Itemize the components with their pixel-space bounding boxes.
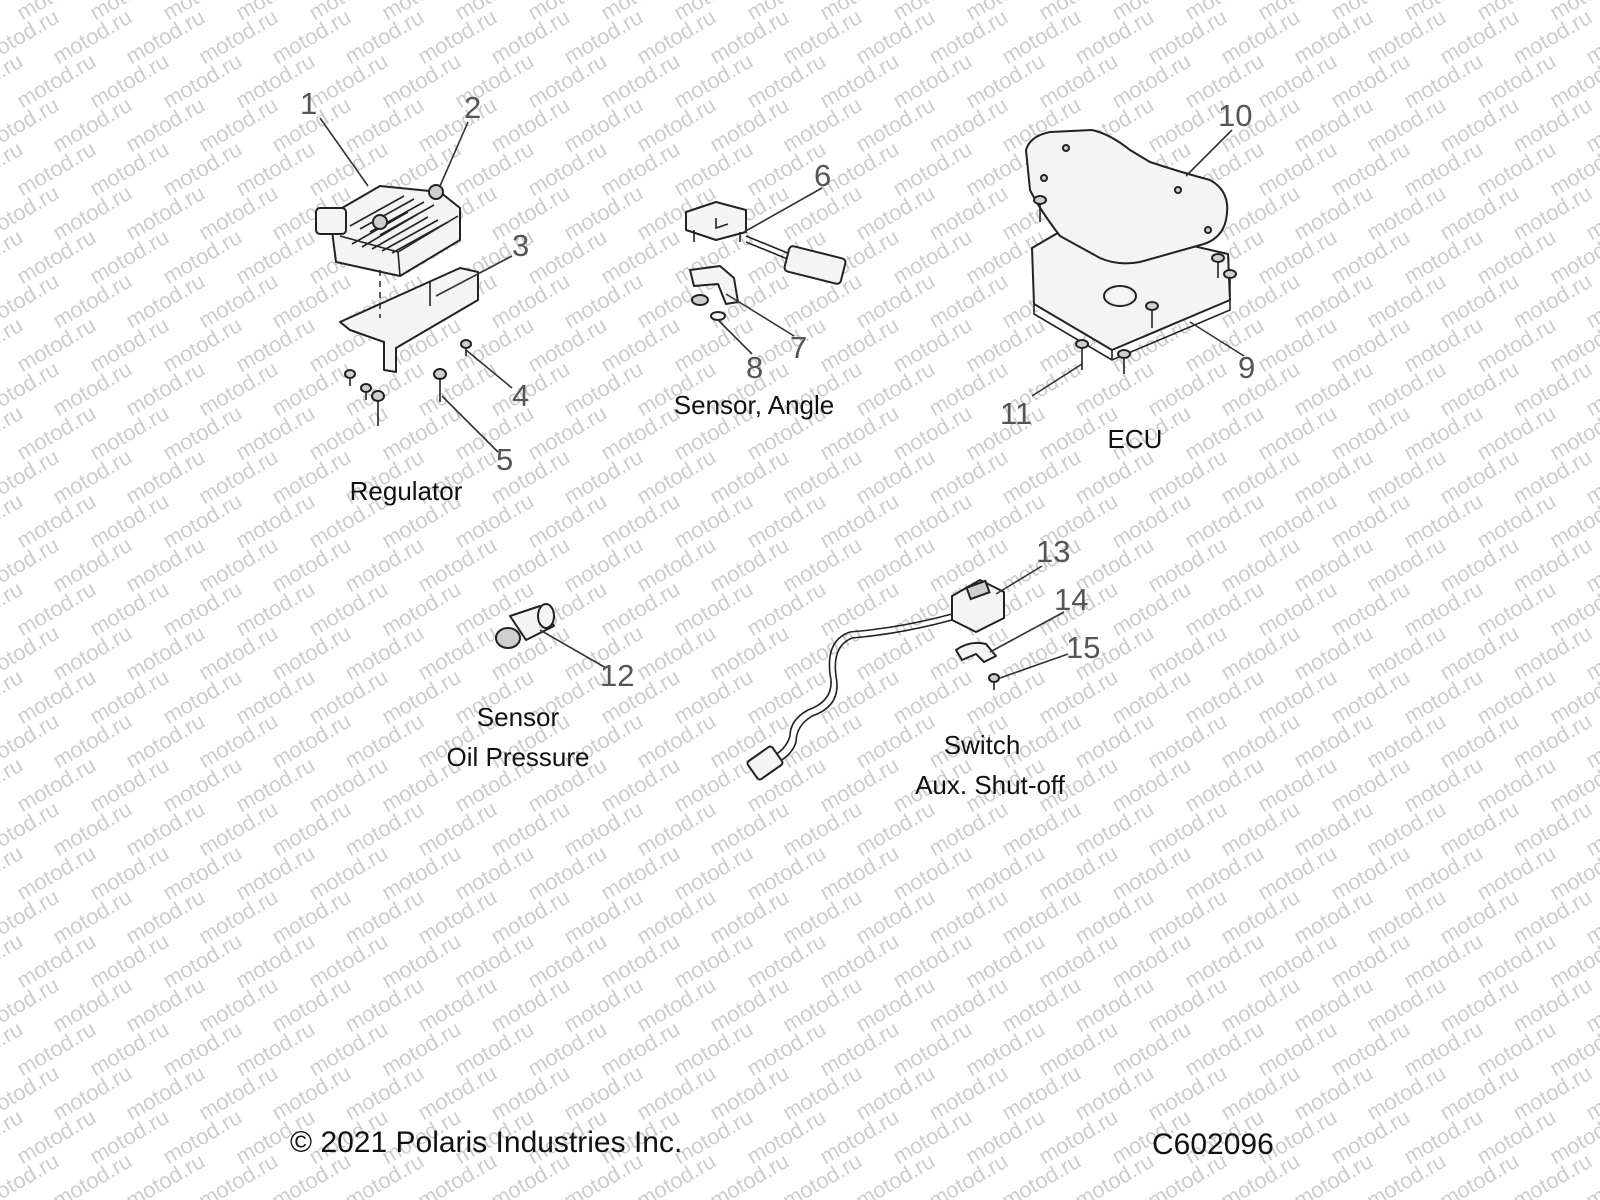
angle-sensor-washer bbox=[710, 311, 726, 321]
regulator-screw bbox=[344, 369, 356, 386]
callout-2: 2 bbox=[464, 90, 481, 125]
angle-sensor-bolt bbox=[691, 294, 709, 306]
label-sensor-oil-2: Oil Pressure bbox=[446, 742, 589, 772]
callout-3: 3 bbox=[512, 228, 529, 263]
diagram-code: C602096 bbox=[1152, 1128, 1274, 1161]
regulator-screw bbox=[460, 339, 472, 356]
label-sensor-angle: Sensor, Angle bbox=[674, 390, 834, 420]
angle-sensor-connector bbox=[783, 245, 847, 285]
regulator-connector bbox=[315, 207, 347, 235]
callout-7: 7 bbox=[790, 330, 807, 365]
ecu-screw bbox=[1033, 195, 1047, 222]
regulator-bracket bbox=[339, 267, 479, 373]
ecu-screw bbox=[1075, 339, 1089, 370]
ecu-screw bbox=[1211, 253, 1225, 278]
callout-13: 13 bbox=[1036, 534, 1070, 569]
callout-4: 4 bbox=[512, 378, 529, 413]
ecu-screw bbox=[1145, 301, 1159, 328]
switch-connector bbox=[746, 745, 784, 781]
regulator-nut bbox=[372, 214, 388, 230]
oil-pressure-sensor bbox=[495, 603, 607, 669]
aux-shutoff-switch-assembly bbox=[746, 565, 1069, 781]
callout-15: 15 bbox=[1066, 630, 1100, 665]
label-ecu: ECU bbox=[1108, 424, 1163, 454]
callout-11: 11 bbox=[1000, 396, 1032, 431]
label-switch-2: Aux. Shut-off bbox=[915, 770, 1066, 800]
callout-14: 14 bbox=[1054, 582, 1088, 617]
label-sensor-oil-1: Sensor bbox=[477, 702, 560, 732]
callout-6: 6 bbox=[814, 158, 831, 193]
callout-1: 1 bbox=[300, 86, 317, 121]
regulator-screw bbox=[360, 383, 372, 400]
ecu-screw bbox=[1117, 349, 1131, 374]
regulator-screw bbox=[433, 368, 447, 402]
copyright-text: © 2021 Polaris Industries Inc. bbox=[290, 1126, 683, 1159]
regulator-body bbox=[329, 185, 461, 277]
regulator-screw bbox=[371, 390, 385, 426]
label-switch-1: Switch bbox=[944, 730, 1021, 760]
label-regulator: Regulator bbox=[350, 476, 463, 506]
callout-12: 12 bbox=[600, 658, 634, 693]
ecu-cover bbox=[1025, 129, 1229, 265]
callout-8: 8 bbox=[746, 350, 763, 385]
callout-10: 10 bbox=[1218, 98, 1252, 133]
callout-5: 5 bbox=[496, 442, 513, 477]
angle-sensor-assembly bbox=[685, 187, 847, 355]
callout-9: 9 bbox=[1238, 350, 1255, 385]
ecu-screw bbox=[1223, 269, 1237, 296]
regulator-assembly bbox=[315, 117, 513, 453]
switch-clip bbox=[955, 641, 997, 663]
regulator-nut bbox=[428, 184, 444, 200]
switch-cable bbox=[769, 613, 953, 759]
angle-sensor-cable bbox=[745, 235, 791, 255]
switch-screw bbox=[988, 673, 1000, 690]
ecu-assembly bbox=[1025, 129, 1245, 397]
